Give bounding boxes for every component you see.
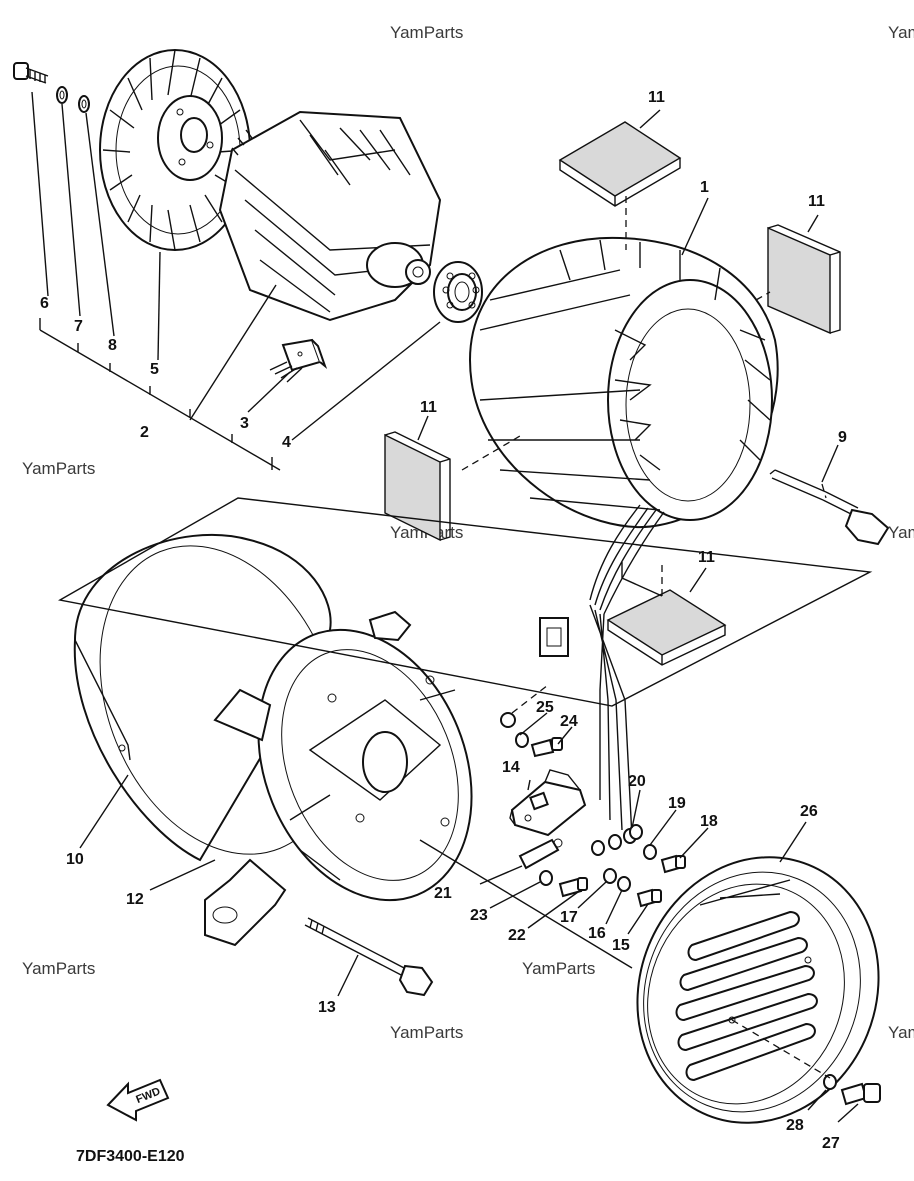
callout-numbers: 1 2 3 4 5 6 7 8 9 10 11 11 11 11 12 13 1… — [40, 89, 847, 1152]
diode-rectifier — [269, 338, 328, 383]
watermark: YamParts — [888, 523, 914, 542]
callout-2: 2 — [140, 424, 149, 441]
callout-4: 4 — [282, 434, 291, 451]
callout-19: 19 — [668, 795, 686, 812]
watermark: YamParts — [390, 1023, 463, 1042]
callout-21: 21 — [434, 885, 452, 902]
callout-13: 13 — [318, 999, 336, 1016]
long-bolt-13 — [304, 917, 434, 997]
watermark: YamParts — [522, 959, 595, 978]
callout-11-top: 11 — [648, 89, 665, 106]
callout-7: 7 — [74, 318, 83, 335]
callout-22: 22 — [508, 927, 526, 944]
fwd-arrow-icon: FWD — [106, 1078, 170, 1122]
leader-lines — [31, 91, 859, 1123]
bearing — [433, 261, 483, 323]
watermark: YamParts — [22, 959, 95, 978]
callout-9: 9 — [838, 429, 847, 446]
callout-3: 3 — [240, 415, 249, 432]
callout-20: 20 — [628, 773, 646, 790]
callout-23: 23 — [470, 907, 488, 924]
callout-5: 5 — [150, 361, 159, 378]
callout-12: 12 — [126, 891, 144, 908]
end-bracket — [204, 610, 473, 947]
callout-26: 26 — [800, 803, 818, 820]
rear-cover — [636, 856, 881, 1124]
stator — [468, 236, 779, 856]
bolt-and-washers — [13, 62, 90, 113]
callout-8: 8 — [108, 337, 117, 354]
rotor-assembly — [218, 110, 442, 322]
callout-24: 24 — [560, 713, 578, 730]
callout-25: 25 — [536, 699, 554, 716]
callout-1: 1 — [700, 179, 709, 196]
avr-and-small-parts — [500, 684, 686, 908]
callout-6: 6 — [40, 295, 49, 312]
callout-14: 14 — [502, 759, 520, 776]
callout-28: 28 — [786, 1117, 804, 1134]
callout-11-bottom: 11 — [698, 549, 715, 566]
watermark: YamParts — [888, 23, 914, 42]
callout-10: 10 — [66, 851, 84, 868]
callout-18: 18 — [700, 813, 718, 830]
diagram-code: 7DF3400-E120 — [76, 1148, 185, 1165]
callout-27: 27 — [822, 1135, 840, 1152]
callout-11-right: 11 — [808, 193, 825, 210]
callout-11-left: 11 — [420, 399, 437, 416]
grouping-lines — [39, 318, 873, 969]
insulator-pads — [384, 121, 841, 666]
callout-16: 16 — [588, 925, 606, 942]
callout-17: 17 — [560, 909, 578, 926]
watermark: YamParts — [22, 459, 95, 478]
watermark: YamParts — [888, 1023, 914, 1042]
watermark: YamParts — [390, 23, 463, 42]
through-bolt-9 — [769, 469, 890, 546]
callout-15: 15 — [612, 937, 630, 954]
